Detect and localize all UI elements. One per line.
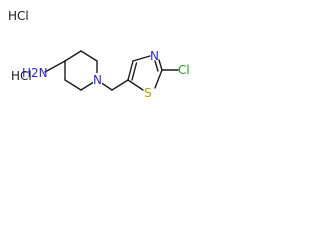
bond-s1-c5	[127, 79, 144, 91]
salt-labels: HCl HCl	[8, 9, 32, 83]
chloro-label: Cl	[178, 63, 190, 77]
bond-c5-c4t-double	[131, 62, 138, 81]
thiazole-n-label: N	[150, 49, 159, 63]
hcl-label-top: HCl	[8, 9, 29, 23]
bonds	[44, 50, 179, 91]
bond-n1-c2	[64, 79, 82, 91]
hcl-label-bottom: HCl	[11, 69, 32, 83]
bond-ch2-c5	[111, 79, 129, 91]
bond-c4t-n3	[132, 55, 151, 62]
bond-c5-c4t	[127, 60, 134, 81]
structure-drawing: H2N N N S Cl HCl HCl	[8, 9, 190, 100]
thiazole-s-label: S	[144, 86, 152, 100]
bond-c2t-s1	[154, 69, 163, 89]
bond-c4-c5	[80, 50, 98, 62]
bond-n3-c2t	[158, 59, 163, 71]
ring-n-label: N	[93, 73, 102, 87]
ring-n-mask	[93, 73, 102, 86]
amine-label: H2N	[22, 66, 48, 80]
bond-c3-nh2	[44, 60, 66, 73]
bond-c3-c4	[64, 50, 82, 62]
bond-n3-c2t-double	[154, 60, 159, 72]
molecule-canvas: H2N N N S Cl HCl HCl	[0, 0, 228, 125]
atom-labels: H2N N N S Cl	[22, 49, 190, 100]
